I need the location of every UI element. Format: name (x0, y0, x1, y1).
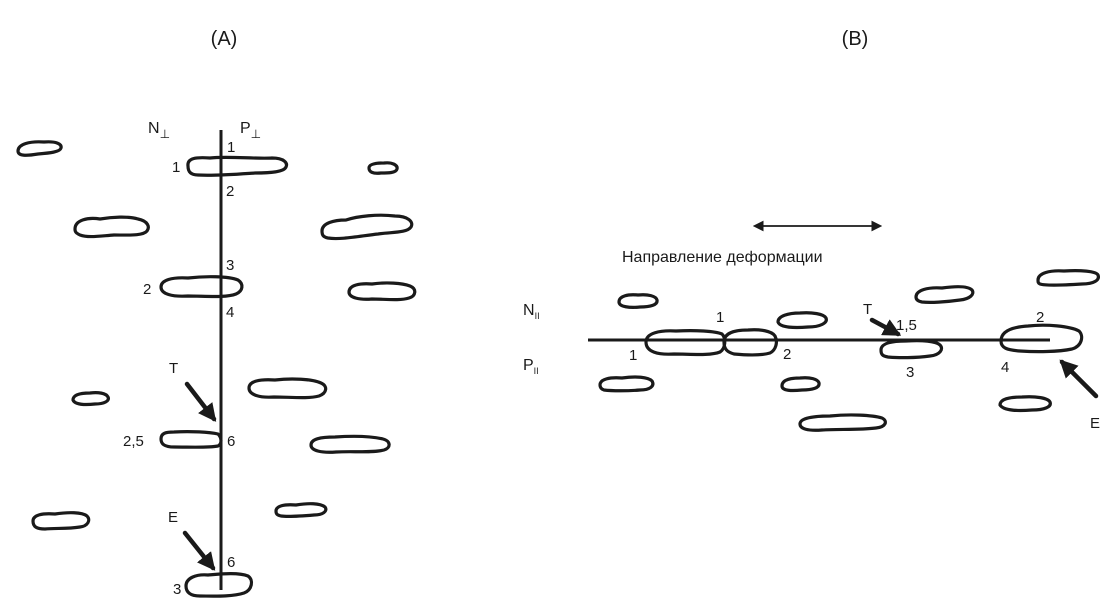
arrow-t (869, 317, 902, 337)
particle (722, 328, 778, 357)
particle (186, 155, 289, 177)
point-label: 2 (1036, 309, 1044, 326)
particle (247, 377, 328, 400)
panel-b: (B) Направление деформации NII PII T 1 1… (523, 28, 1100, 432)
arrow-e (182, 530, 216, 571)
particle (31, 511, 91, 531)
particle (16, 140, 63, 157)
deformation-direction-label: Направление деформации (622, 249, 823, 266)
point-label: 6 (227, 433, 235, 450)
particle (320, 213, 414, 241)
point-label: 1 (716, 309, 724, 326)
particle (309, 434, 391, 454)
particle (274, 502, 328, 519)
particle (999, 323, 1084, 354)
point-label: 1 (629, 347, 637, 364)
arrow-t (184, 381, 217, 422)
particle (184, 572, 254, 598)
particle (1036, 269, 1100, 287)
panel-b-title: (B) (842, 28, 869, 50)
particle (71, 391, 110, 407)
point-label: 1 (227, 139, 235, 156)
particle (776, 311, 828, 330)
point-label: 2,5 (123, 433, 144, 450)
particle (347, 281, 417, 302)
point-label: 2 (783, 346, 791, 363)
point-label: 4 (1001, 359, 1009, 376)
point-label: 3 (906, 364, 914, 381)
point-label: 3 (226, 257, 234, 274)
panel-a-title: (A) (211, 28, 238, 50)
arrow-e (1059, 359, 1099, 399)
point-label: 4 (226, 304, 234, 321)
label-n-parallel: NII (523, 302, 540, 321)
particle (617, 293, 659, 309)
point-label: 3 (173, 581, 181, 598)
point-label: E (168, 509, 178, 526)
particle (367, 161, 399, 175)
particle (73, 215, 150, 239)
particle (159, 430, 223, 449)
point-label: E (1090, 415, 1100, 432)
point-label: T (169, 360, 178, 377)
label-p-parallel: PII (523, 357, 539, 376)
point-label: T (863, 301, 872, 318)
point-label: 1 (172, 159, 180, 176)
particle (879, 339, 944, 360)
particle (914, 285, 975, 304)
particle (598, 375, 655, 393)
point-label: 1,5 (896, 317, 917, 334)
point-label: 2 (226, 183, 234, 200)
particle (780, 376, 821, 393)
point-label: 6 (227, 554, 235, 571)
label-n-perp: N⊥ (148, 120, 170, 141)
panel-a: (A) N⊥ P⊥ 1 1 2 3 2 4 T 2,5 6 E 6 (16, 28, 417, 598)
particle (998, 395, 1052, 413)
particle (159, 275, 244, 299)
particle (798, 413, 887, 432)
point-label: 2 (143, 281, 151, 298)
particle (644, 329, 727, 357)
label-p-perp: P⊥ (240, 120, 261, 141)
